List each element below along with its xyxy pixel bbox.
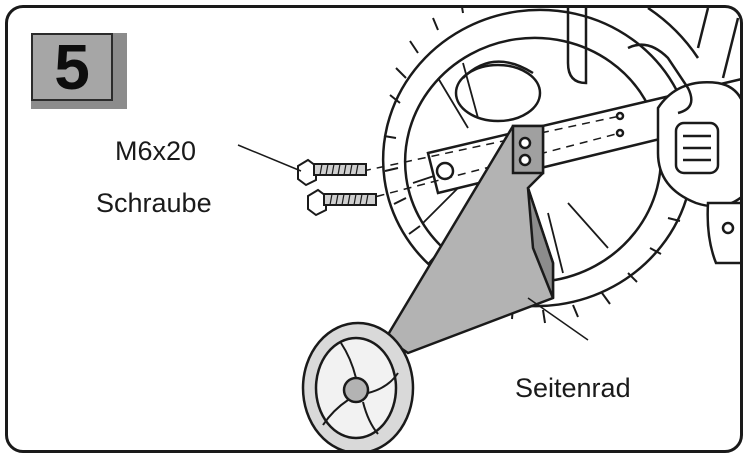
part-name-label: Seitenrad	[515, 373, 631, 403]
rear-shock	[566, 8, 740, 115]
screw-name-label: Schraube	[96, 188, 212, 218]
screw-lower	[307, 188, 377, 217]
step-badge: 5	[31, 33, 127, 109]
screw-size-label: M6x20	[115, 136, 197, 166]
leader-lines	[237, 144, 589, 341]
assembly-illustration	[237, 8, 740, 450]
training-wheel-bracket	[384, 124, 555, 355]
engine	[656, 81, 740, 265]
screw-upper	[297, 158, 367, 187]
training-wheel	[301, 321, 415, 450]
step-number: 5	[31, 33, 113, 101]
diagram-frame: 5 M6x20 Schraube Seitenrad	[5, 5, 743, 453]
